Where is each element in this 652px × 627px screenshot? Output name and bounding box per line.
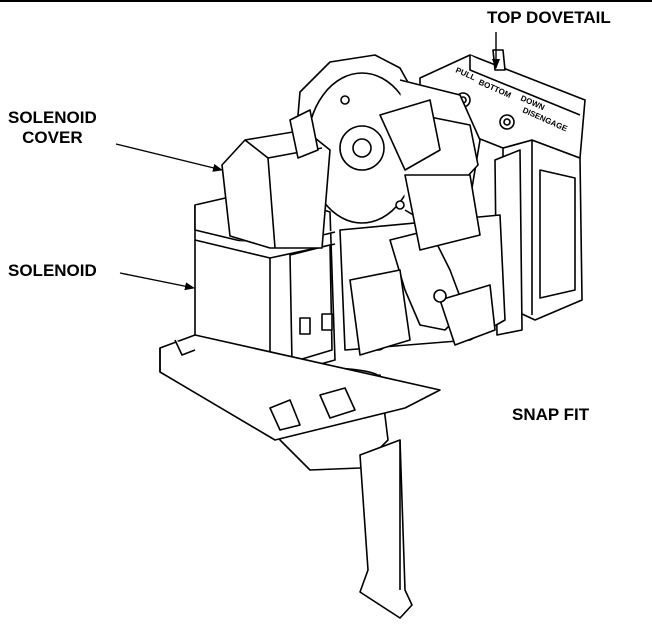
solenoid-cover: [221, 109, 331, 249]
lever-arm: [359, 439, 413, 619]
label-solenoid-cover: SOLENOID COVER: [8, 108, 97, 148]
label-solenoid-cover-line1: SOLENOID: [8, 108, 97, 127]
leader-solenoid: [119, 272, 195, 291]
label-solenoid-cover-line2: COVER: [22, 128, 83, 147]
lever-mechanism: [339, 174, 506, 356]
snap-fit-bracket: [159, 334, 441, 441]
right-housing: [494, 139, 583, 336]
leader-solenoid-cover: [115, 143, 223, 172]
label-top-dovetail: TOP DOVETAIL: [487, 8, 611, 27]
label-snap-fit: SNAP FIT: [512, 405, 590, 424]
label-solenoid: SOLENOID: [8, 261, 97, 280]
